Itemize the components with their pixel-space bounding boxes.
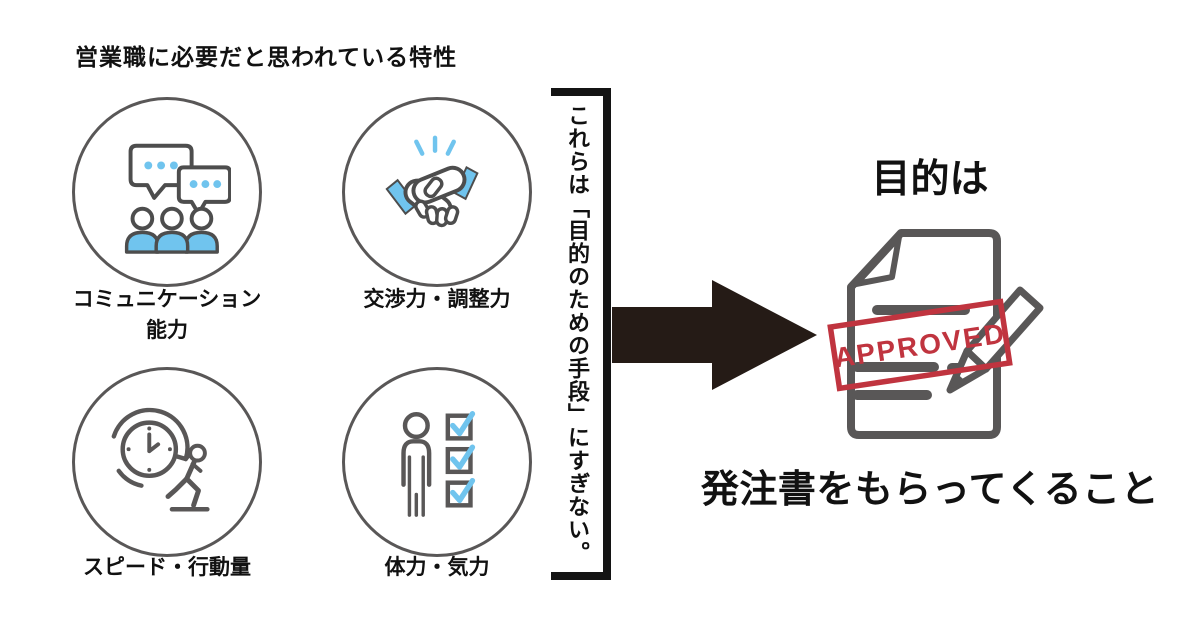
trait-circle-stamina: [342, 367, 532, 557]
trait-circle-communication: [72, 97, 262, 287]
bridge-bracket: これらは「目的のための手段」にすぎない。: [551, 88, 611, 580]
document-fold-corner: [853, 234, 902, 287]
trait-label-line: 体力・気力: [384, 556, 490, 579]
trait-label-negotiation: 交渉力・調整力: [287, 284, 587, 315]
page-title: 営業職に必要だと思われている特性: [75, 44, 458, 70]
purpose-statement: 発注書をもらってくること: [700, 469, 1160, 511]
trait-label-line: スピード・行動量: [83, 556, 251, 579]
trait-label-communication: コミュニケーション 能力: [17, 284, 317, 346]
trait-label-speed: スピード・行動量: [17, 552, 317, 583]
trait-label-line: 交渉力・調整力: [363, 288, 511, 311]
people-speech-bubbles-icon: [124, 143, 231, 254]
trait-circle-speed: [72, 367, 262, 557]
trait-circle-negotiation: [342, 97, 532, 287]
right-arrow-icon: [612, 280, 817, 390]
trait-label-line: コミュニケーション: [72, 288, 262, 311]
bridge-note-text: これらは「目的のための手段」にすぎない。: [565, 104, 590, 564]
purpose-heading: 目的は: [871, 158, 989, 201]
approved-document-pencil-icon: APPROVED: [827, 229, 1044, 439]
trait-label-line: 能力: [146, 319, 188, 342]
person-checklist-icon: [401, 411, 476, 517]
trait-label-stamina: 体力・気力: [287, 552, 587, 583]
handshake-icon: [385, 135, 479, 228]
clock-runner-icon: [111, 407, 210, 512]
